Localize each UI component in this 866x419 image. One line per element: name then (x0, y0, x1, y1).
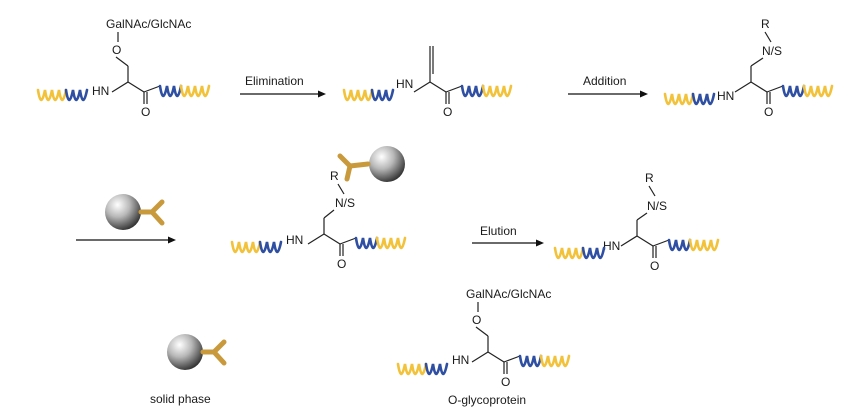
addition-label: Addition (583, 74, 626, 88)
solid-phase-label: solid phase (150, 392, 211, 406)
molecule-glycopeptide-start: GalNAc/GlcNAc O O HN (36, 17, 211, 119)
hn-label: HN (603, 239, 620, 253)
carbonyl-o-label: O (443, 105, 452, 119)
legend-bead (167, 334, 203, 370)
molecule-eluted: R N/S O HN (553, 171, 720, 273)
molecule-tagged: R N/S O HN (663, 17, 834, 119)
ns-label: N/S (335, 196, 355, 210)
molecule-dehydro: O HN (342, 46, 513, 119)
sugar-label: GalNAc/GlcNAc (106, 17, 191, 31)
sugar-label: GalNAc/GlcNAc (466, 287, 551, 301)
carbonyl-o-label: O (337, 257, 346, 271)
r-label: R (761, 17, 770, 31)
carbonyl-o-label: O (764, 105, 773, 119)
solid-phase-bead (105, 194, 141, 230)
elution-label: Elution (480, 224, 517, 238)
legend-solid-phase: solid phase (150, 334, 227, 406)
legend-linker-icon (200, 339, 227, 366)
r-label: R (330, 169, 339, 183)
carbonyl-o-label: O (650, 259, 659, 273)
elution-step: Elution (472, 224, 544, 247)
oxygen-label: O (472, 313, 481, 327)
capture-step (76, 194, 176, 244)
carbonyl-o-label: O (141, 105, 150, 119)
elimination-label: Elimination (245, 74, 304, 88)
capture-linker-icon (138, 199, 165, 226)
bound-linker-icon (337, 153, 371, 182)
hn-label: HN (92, 84, 109, 98)
hn-label: HN (452, 353, 469, 367)
carbonyl-o-label: O (501, 375, 510, 389)
oxygen-label: O (112, 43, 121, 57)
molecule-bead-bound: R N/S O HN (230, 146, 407, 271)
legend-o-glycoprotein: GalNAc/GlcNAc O O HN O-glycoprotein (396, 287, 571, 407)
o-glycoprotein-label: O-glycoprotein (448, 393, 526, 407)
hn-label: HN (396, 77, 413, 91)
ns-label: N/S (762, 44, 782, 58)
elimination-step: Elimination (240, 74, 326, 98)
hn-label: HN (286, 233, 303, 247)
r-label: R (645, 171, 654, 185)
ns-label: N/S (647, 199, 667, 213)
hn-label: HN (717, 89, 734, 103)
bound-bead (369, 146, 405, 182)
addition-step: Addition (568, 74, 648, 98)
